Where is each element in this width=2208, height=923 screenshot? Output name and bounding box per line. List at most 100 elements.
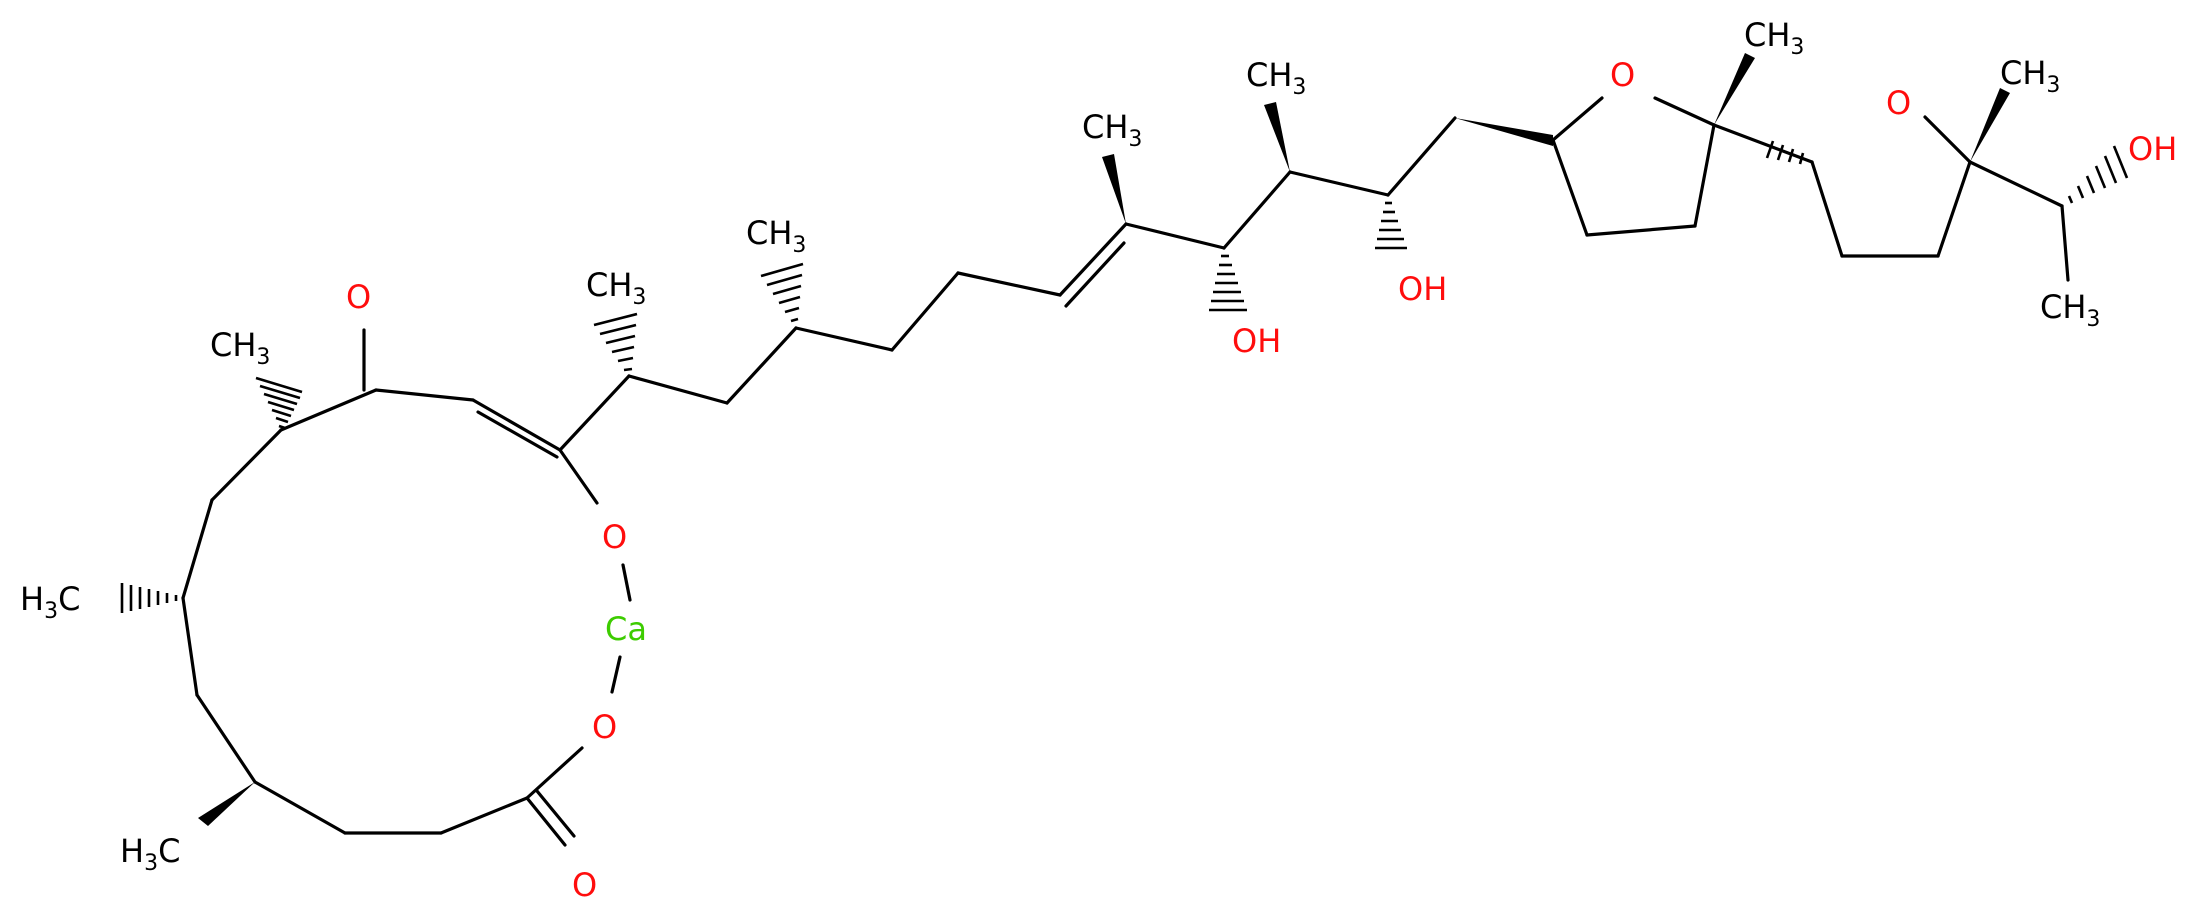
hash [271, 408, 292, 418]
bond [627, 374, 729, 405]
hash [267, 400, 295, 412]
oxygen-label: O [602, 518, 627, 556]
oxygen-label: O [1886, 84, 1911, 122]
bond [1585, 224, 1697, 237]
hash [605, 334, 636, 345]
bond [525, 796, 567, 847]
methyl-label: H3C [120, 832, 180, 876]
hash [772, 284, 802, 296]
wedge [1455, 118, 1553, 146]
bond [181, 596, 199, 697]
bond [525, 746, 584, 800]
hash [2103, 155, 2118, 184]
bond [253, 780, 347, 835]
wedge [1714, 53, 1755, 125]
bonds [181, 96, 2070, 847]
hash [275, 416, 289, 424]
bond [1551, 138, 1589, 237]
bond [1653, 96, 1716, 127]
bond [181, 498, 214, 600]
bond [535, 789, 576, 838]
double-bonds [476, 241, 1126, 838]
wedge [1102, 154, 1126, 224]
bond [725, 326, 798, 405]
methyl-label: CH3 [586, 266, 646, 310]
hash [278, 424, 286, 430]
hydroxyl-label: OH [1398, 270, 1447, 308]
methyl-label: CH3 [2040, 288, 2100, 332]
hash [2094, 165, 2107, 189]
hash [1798, 152, 1805, 165]
bond [558, 374, 631, 452]
hash [2112, 145, 2129, 179]
calcium-label: Ca [605, 610, 647, 648]
methyl-label: CH3 [1082, 108, 1142, 152]
methyl-label: CH3 [2000, 54, 2060, 98]
bond [2060, 204, 2070, 282]
wedge [1264, 102, 1290, 172]
wedge-bonds [198, 53, 2010, 826]
hash [623, 367, 633, 372]
bond [210, 428, 283, 502]
bond [890, 271, 960, 352]
hydroxyl-label: OH [1232, 322, 1281, 360]
hash [255, 376, 303, 394]
bond [1693, 123, 1716, 228]
bond [610, 655, 622, 694]
oxygen-label: O [572, 866, 597, 904]
bond [1064, 241, 1126, 308]
bond [374, 388, 475, 402]
hydroxyl-label: OH [2128, 130, 2177, 168]
hash [1765, 140, 1775, 159]
bond [1936, 160, 1972, 258]
hash-bonds [120, 140, 2129, 613]
bond [621, 563, 632, 602]
bond [1968, 160, 2064, 208]
bond [476, 410, 559, 459]
bond [1810, 160, 1844, 258]
methyl-label: CH3 [1744, 16, 1804, 60]
bond [558, 448, 599, 505]
bond [439, 796, 529, 835]
hash [784, 306, 800, 314]
methyl-label: H3C [20, 580, 80, 624]
hash [2076, 185, 2085, 199]
oxygen-label: O [1610, 56, 1635, 94]
bond [1923, 115, 1972, 164]
hash [778, 295, 801, 305]
bond [471, 398, 562, 452]
bond [1222, 170, 1292, 250]
hash [790, 317, 799, 323]
hash [1776, 144, 1785, 161]
bond [279, 388, 378, 432]
wedge [198, 782, 255, 826]
hash [599, 323, 637, 336]
hash [1787, 148, 1795, 163]
hash [2067, 195, 2074, 204]
bond [956, 271, 1062, 297]
hash [766, 273, 803, 287]
hash [2085, 175, 2096, 194]
bond [1124, 222, 1226, 250]
hash [760, 262, 804, 278]
methyl-label: CH3 [746, 214, 806, 258]
hash [617, 356, 634, 363]
hash [263, 392, 298, 406]
methyl-label: CH3 [1246, 56, 1306, 100]
atom-labels: O CH3 H3C H3C O Ca O O CH3 CH3 CH3 CH3 O… [20, 16, 2177, 904]
bond [1386, 116, 1457, 197]
hash [611, 345, 635, 354]
methyl-label: CH3 [210, 326, 270, 370]
bond [794, 326, 894, 352]
wedge [1970, 88, 2010, 162]
oxygen-label: O [346, 278, 371, 316]
bond [1058, 222, 1128, 297]
bond [195, 693, 257, 784]
bond [1712, 123, 1814, 164]
oxygen-label: O [592, 708, 617, 746]
hash [259, 384, 301, 400]
bond [1551, 96, 1604, 142]
bond [1288, 170, 1390, 197]
